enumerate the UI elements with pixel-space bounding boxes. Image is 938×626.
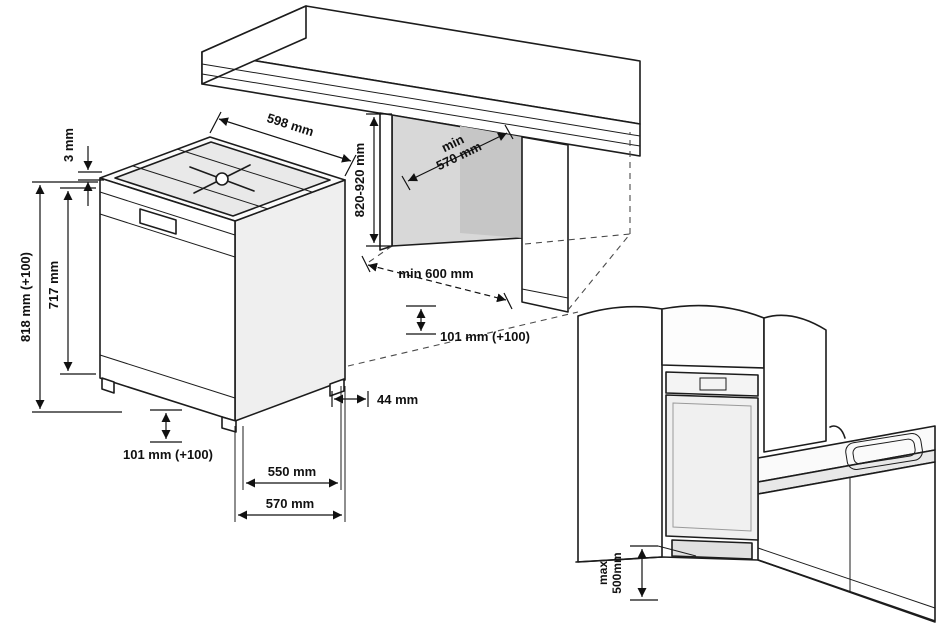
dim-plinth-right-label: 101 mm (+100) <box>440 329 530 344</box>
dim-top-width-label: 598 mm <box>265 110 316 139</box>
tall-cabinet <box>577 305 663 563</box>
scene-dishwasher-display <box>699 377 727 391</box>
dishwasher-foot <box>221 416 237 433</box>
dim-plinth-right: 101 mm (+100) <box>406 305 530 344</box>
counter-end-face <box>201 5 307 85</box>
scene-dishwasher-plinth <box>671 539 753 560</box>
dim-niche-height: 820-920 mm <box>352 113 392 247</box>
dim-inner-depth: 550 mm <box>242 386 342 490</box>
dishwasher-drawing <box>99 136 346 433</box>
dim-overall-depth: 570 mm <box>234 386 346 522</box>
dim-overall-height-label: 818 mm (+100) <box>18 252 33 342</box>
floor-line <box>575 556 936 623</box>
dishwasher-front-door <box>99 177 236 422</box>
dim-inner-depth-label: 550 mm <box>268 464 316 479</box>
dishwasher-foot <box>101 377 115 394</box>
dim-rim-gap-label: 3 mm <box>61 128 76 162</box>
dim-plinth-left: 101 mm (+100) <box>123 409 213 462</box>
scene-dishwasher-panel <box>665 371 759 397</box>
upper-panel <box>661 304 765 369</box>
dim-body-height: 717 mm <box>46 187 96 375</box>
dim-foot-inset-label: 44 mm <box>377 392 418 407</box>
dim-plinth-left-label: 101 mm (+100) <box>123 447 213 462</box>
dim-overall-height: 818 mm (+100) <box>18 181 122 413</box>
projection-lines <box>347 132 631 367</box>
dim-foot-inset: 44 mm <box>331 391 418 407</box>
dim-hose-height-label-value: 500mm <box>610 552 624 593</box>
dim-body-height-label: 717 mm <box>46 261 61 309</box>
scene-dishwasher-door <box>665 394 759 541</box>
sink <box>845 433 923 470</box>
dim-hose-height: max 500mm <box>596 545 697 601</box>
dishwasher-side-panel <box>234 179 346 422</box>
dishwasher-control-display <box>139 208 177 235</box>
countertop-drawing <box>201 5 641 157</box>
dim-rim-gap: 3 mm <box>61 128 104 206</box>
dim-overall-depth-label: 570 mm <box>266 496 314 511</box>
dim-counter-depth-label: min 600 mm <box>398 266 473 281</box>
dim-niche-height-label: 820-920 mm <box>352 143 367 217</box>
faucet <box>829 425 846 439</box>
adjacent-cabinet-panel <box>521 136 569 313</box>
side-wall-panel <box>763 314 827 453</box>
kitchen-scene-drawing <box>575 304 936 623</box>
niche-side-wall <box>379 112 393 251</box>
spray-arm-icon <box>189 164 255 194</box>
dim-hose-height-label-max: max <box>596 561 610 585</box>
dim-counter-depth: min 600 mm <box>361 255 513 310</box>
